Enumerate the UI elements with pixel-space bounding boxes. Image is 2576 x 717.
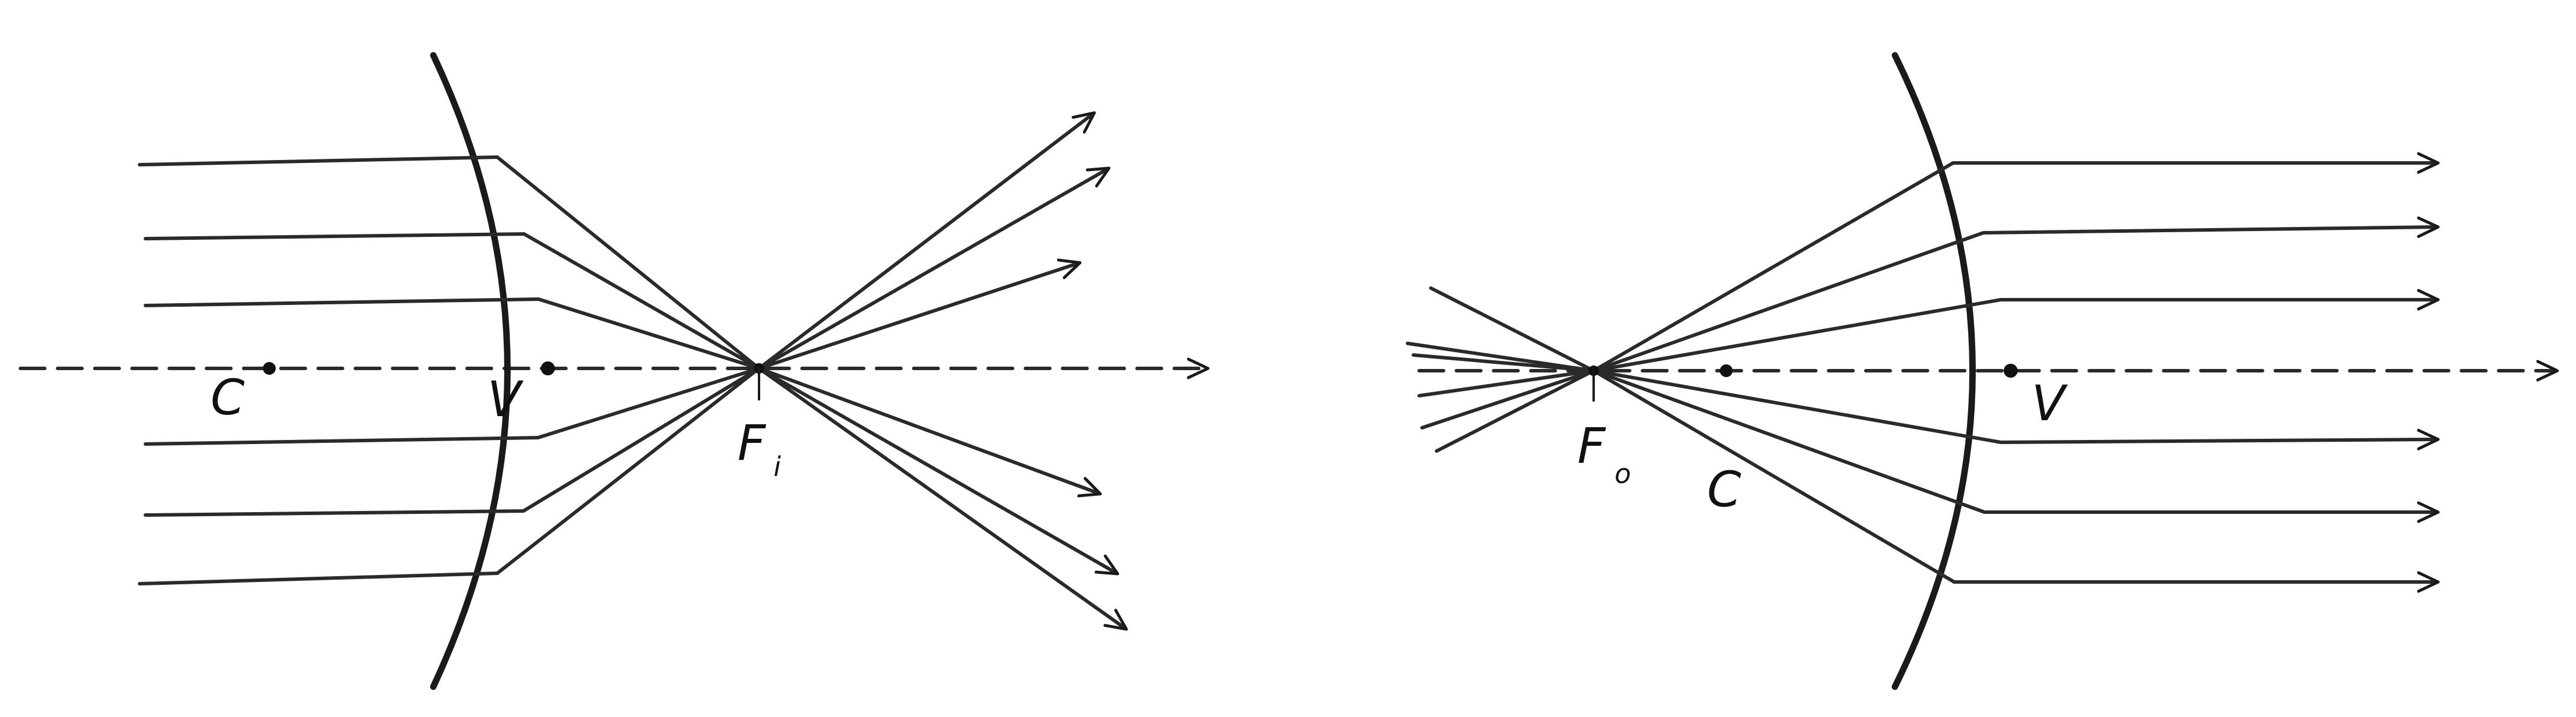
right-focus-label: F	[1577, 417, 1606, 474]
left-reflected-ray	[522, 232, 1117, 573]
left-diagram: C V F i	[19, 52, 1207, 690]
left-center-point	[263, 362, 276, 375]
left-incident-ray	[144, 509, 525, 517]
right-diverging-ray	[1417, 369, 2003, 444]
left-concave-mirror	[430, 52, 511, 690]
right-reflected-ray	[1999, 439, 2437, 442]
right-reflected-rays	[1951, 163, 2437, 582]
left-incident-ray	[144, 297, 540, 307]
left-reflected-ray	[496, 155, 1125, 629]
left-reflected-ray	[537, 297, 1099, 494]
right-concave-mirror	[1891, 52, 1976, 690]
left-focus-label: F	[737, 414, 767, 471]
right-diverging-ray	[1406, 231, 1985, 372]
left-incident-ray	[144, 436, 540, 446]
right-center-point	[1720, 364, 1733, 377]
right-reflected-ray	[1982, 227, 2437, 233]
left-vertex-point	[541, 361, 555, 375]
left-vertex-label: V	[487, 371, 524, 428]
right-vertex-point	[2004, 364, 2018, 378]
left-center-label: C	[211, 369, 245, 426]
right-diverging-ray	[1420, 369, 1986, 514]
left-incident-rays	[138, 155, 540, 585]
right-diverging-ray	[1435, 369, 1956, 584]
left-focus-subscript: i	[774, 451, 781, 482]
right-center-label: C	[1707, 461, 1741, 518]
right-vertex-label: V	[2032, 375, 2068, 432]
left-incident-ray	[138, 572, 499, 585]
left-incident-ray	[138, 155, 499, 166]
left-reflected-ray	[522, 169, 1108, 513]
left-reflected-rays	[496, 113, 1125, 629]
right-diverging-ray	[1412, 298, 2003, 372]
right-diverging-ray	[1429, 161, 1955, 372]
right-focus-subscript: o	[1615, 458, 1631, 489]
left-reflected-ray	[496, 113, 1093, 575]
left-incident-ray	[144, 232, 526, 240]
right-diagram: F o C V	[1406, 52, 2556, 690]
